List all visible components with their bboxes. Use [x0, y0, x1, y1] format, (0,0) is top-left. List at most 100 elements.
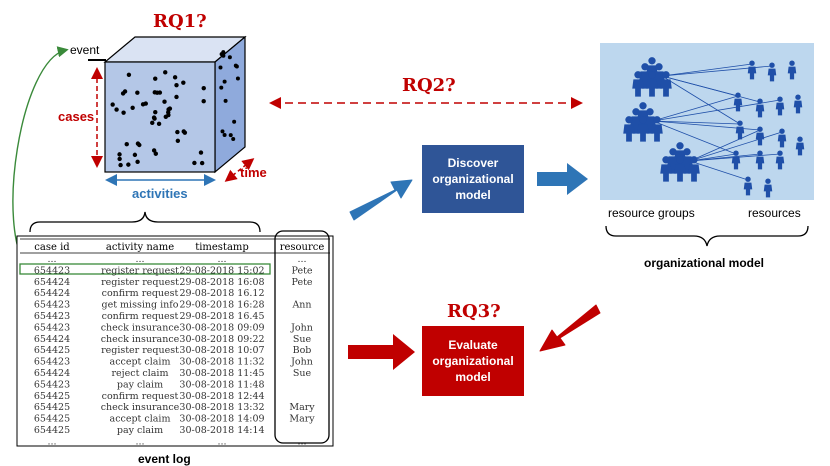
event-dot — [235, 76, 240, 81]
table-cell: 654424 — [34, 288, 70, 299]
event-log-brace — [29, 211, 261, 233]
table-cell: Mary — [289, 414, 315, 425]
table-cell: ... — [297, 436, 306, 447]
table-cell: ... — [217, 436, 226, 447]
table-cell: ... — [135, 436, 144, 447]
table-cell: 654425 — [34, 425, 70, 436]
event-dot — [151, 115, 157, 120]
event-dot — [175, 138, 181, 143]
event-dot — [219, 85, 224, 90]
table-cell: ... — [135, 254, 144, 265]
event-dot — [222, 133, 227, 138]
event-dot — [162, 99, 167, 104]
table-cell: 30-08-2018 11:32 — [179, 357, 264, 368]
table-cell: 30-08-2018 14:14 — [179, 425, 264, 436]
event-dot — [156, 121, 162, 127]
table-cell: register request — [101, 277, 179, 288]
rq1-label: RQ1? — [153, 11, 207, 32]
event-dot — [121, 110, 126, 115]
event-dot — [151, 148, 157, 153]
table-cell: Mary — [289, 402, 315, 413]
table-cell: 29-08-2018 15:02 — [179, 265, 264, 276]
event-dot — [124, 141, 129, 147]
table-header-cell: resource — [280, 242, 325, 253]
table-cell: 654423 — [34, 322, 70, 333]
evaluate-box: Evaluate organizational model — [422, 326, 524, 396]
table-header-cell: timestamp — [195, 242, 249, 253]
table-cell: 29-08-2018 16.45 — [180, 311, 265, 322]
time-axis — [224, 158, 255, 182]
table-cell: 654425 — [34, 391, 70, 402]
table-cell: 654424 — [34, 334, 70, 345]
table-cell: 654423 — [34, 357, 70, 368]
table-cell: Pete — [291, 277, 312, 288]
event-dot — [163, 70, 168, 75]
table-cell: 30-08-2018 13:32 — [179, 402, 264, 413]
evaluate-line-3: model — [455, 370, 490, 384]
table-cell: check insurance — [101, 402, 180, 413]
rq3-label: RQ3? — [447, 301, 501, 322]
event-dot — [117, 152, 122, 157]
resource-column-highlight — [274, 230, 330, 444]
table-cell: accept claim — [110, 414, 171, 425]
event-dot — [192, 160, 197, 166]
table-cell: John — [290, 322, 313, 333]
event-dot — [110, 102, 115, 107]
event-dot — [172, 75, 178, 80]
arrow-model-to-evaluate — [539, 304, 601, 352]
event-dot — [114, 107, 119, 112]
event-dot — [218, 65, 223, 70]
event-dot — [153, 109, 158, 115]
event-dot — [126, 162, 131, 167]
event-dot — [199, 160, 205, 166]
resources-label: resources — [748, 206, 801, 220]
event-label: event — [70, 43, 100, 57]
table-cell: Ann — [291, 300, 311, 311]
table-cell: Bob — [293, 345, 312, 356]
table-cell: 654424 — [34, 277, 70, 288]
event-dot — [233, 63, 238, 68]
event-dot — [153, 76, 158, 81]
table-cell: 29-08-2018 16.12 — [180, 288, 265, 299]
table-cell: 29-08-2018 16:28 — [179, 300, 264, 311]
table-cell: 654423 — [34, 311, 70, 322]
table-cell: ... — [217, 254, 226, 265]
event-dot — [220, 129, 225, 134]
table-cell: 29-08-2018 16:08 — [179, 277, 264, 288]
table-cell: 30-08-2018 11:45 — [179, 368, 264, 379]
event-row-highlight — [19, 263, 271, 275]
event-dot — [181, 129, 186, 134]
event-dot — [232, 119, 237, 124]
event-dot — [201, 98, 206, 104]
table-cell: register request — [101, 345, 179, 356]
table-cell: John — [290, 357, 313, 368]
event-dot — [167, 106, 173, 111]
rq2-label: RQ2? — [402, 75, 456, 96]
table-cell: Sue — [293, 368, 312, 379]
table-cell: confirm request — [102, 311, 179, 322]
event-log-label: event log — [138, 452, 191, 466]
table-cell: 654424 — [34, 368, 70, 379]
event-dot — [227, 55, 232, 60]
table-cell: 654423 — [34, 265, 70, 276]
event-dot — [126, 72, 132, 78]
evaluate-line-2: organizational — [432, 354, 513, 368]
event-dot — [221, 50, 226, 55]
event-dot — [135, 141, 141, 146]
discover-line-1: Discover — [448, 156, 499, 170]
event-dot — [223, 98, 228, 103]
time-label: time — [240, 165, 267, 180]
table-cell: Pete — [291, 265, 312, 276]
table-cell: confirm request — [102, 288, 179, 299]
table-cell: 654425 — [34, 345, 70, 356]
table-cell: reject claim — [112, 368, 169, 379]
table-cell: 654425 — [34, 414, 70, 425]
event-dot — [228, 133, 233, 138]
arrow-to-org-model — [537, 163, 588, 195]
discover-line-3: model — [455, 188, 490, 202]
table-header-cell: case id — [34, 242, 70, 253]
event-dot — [117, 156, 122, 162]
